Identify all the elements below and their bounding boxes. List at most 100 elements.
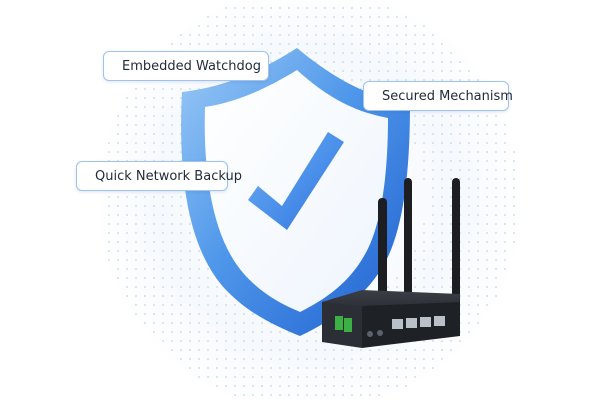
globe-dot [503, 195, 507, 199]
globe-dot [170, 141, 174, 145]
globe-dot [224, 6, 228, 10]
globe-dot [341, 60, 345, 64]
globe-dot [134, 141, 138, 145]
globe-dot [188, 267, 192, 271]
globe-dot [305, 24, 309, 28]
globe-dot [197, 33, 201, 37]
globe-dot [458, 60, 462, 64]
globe-dot [485, 213, 489, 217]
globe-dot [161, 321, 165, 325]
globe-dot [494, 213, 498, 217]
globe-dot [143, 105, 147, 109]
globe-dot [170, 285, 174, 289]
globe-dot [368, 384, 372, 388]
globe-dot [251, 348, 255, 352]
globe-dot [413, 114, 417, 118]
globe-dot [224, 384, 228, 388]
globe-dot [449, 150, 453, 154]
globe-dot [224, 294, 228, 298]
globe-dot [143, 123, 147, 127]
globe-dot [206, 267, 210, 271]
globe-dot [413, 276, 417, 280]
globe-dot [251, 24, 255, 28]
globe-dot [305, 384, 309, 388]
globe-dot [431, 204, 435, 208]
globe-dot [260, 366, 264, 370]
globe-dot [161, 276, 165, 280]
globe-dot [314, 375, 318, 379]
globe-dot [161, 141, 165, 145]
globe-dot [197, 294, 201, 298]
globe-dot [116, 213, 120, 217]
globe-dot [368, 393, 372, 397]
globe-dot [377, 393, 381, 397]
globe-dot [296, 24, 300, 28]
globe-dot [440, 258, 444, 262]
globe-dot [368, 6, 372, 10]
globe-dot [503, 249, 507, 253]
globe-dot [422, 222, 426, 226]
globe-dot [233, 303, 237, 307]
globe-dot [161, 195, 165, 199]
globe-dot [170, 249, 174, 253]
globe-dot [296, 15, 300, 19]
globe-dot [323, 42, 327, 46]
globe-dot [233, 42, 237, 46]
globe-dot [485, 132, 489, 136]
globe-dot [431, 177, 435, 181]
globe-dot [314, 366, 318, 370]
globe-dot [161, 294, 165, 298]
globe-dot [359, 384, 363, 388]
globe-dot [476, 249, 480, 253]
globe-dot [449, 168, 453, 172]
globe-dot [278, 366, 282, 370]
globe-dot [116, 267, 120, 271]
globe-dot [134, 240, 138, 244]
globe-dot [278, 384, 282, 388]
globe-dot [278, 330, 282, 334]
globe-dot [332, 33, 336, 37]
globe-dot [440, 168, 444, 172]
globe-dot [431, 249, 435, 253]
globe-dot [188, 348, 192, 352]
globe-dot [413, 258, 417, 262]
globe-dot [359, 78, 363, 82]
globe-dot [161, 231, 165, 235]
globe-dot [350, 6, 354, 10]
globe-dot [368, 24, 372, 28]
globe-dot [368, 69, 372, 73]
globe-dot [377, 51, 381, 55]
globe-dot [170, 195, 174, 199]
globe-dot [377, 375, 381, 379]
globe-dot [206, 33, 210, 37]
globe-dot [440, 42, 444, 46]
globe-dot [179, 285, 183, 289]
globe-dot [440, 177, 444, 181]
globe-dot [503, 177, 507, 181]
globe-dot [323, 348, 327, 352]
globe-dot [206, 24, 210, 28]
globe-dot [215, 285, 219, 289]
globe-dot [143, 258, 147, 262]
globe-dot [161, 330, 165, 334]
globe-dot [296, 339, 300, 343]
globe-dot [413, 60, 417, 64]
globe-dot [395, 375, 399, 379]
globe-dot [197, 276, 201, 280]
globe-dot [476, 168, 480, 172]
globe-dot [305, 348, 309, 352]
globe-dot [404, 33, 408, 37]
globe-dot [314, 51, 318, 55]
globe-dot [152, 312, 156, 316]
globe-dot [143, 87, 147, 91]
globe-dot [476, 204, 480, 208]
globe-dot [467, 78, 471, 82]
globe-dot [170, 123, 174, 127]
globe-dot [512, 177, 516, 181]
globe-dot [179, 357, 183, 361]
globe-dot [179, 303, 183, 307]
globe-dot [134, 213, 138, 217]
globe-dot [134, 231, 138, 235]
globe-dot [449, 51, 453, 55]
globe-dot [305, 51, 309, 55]
